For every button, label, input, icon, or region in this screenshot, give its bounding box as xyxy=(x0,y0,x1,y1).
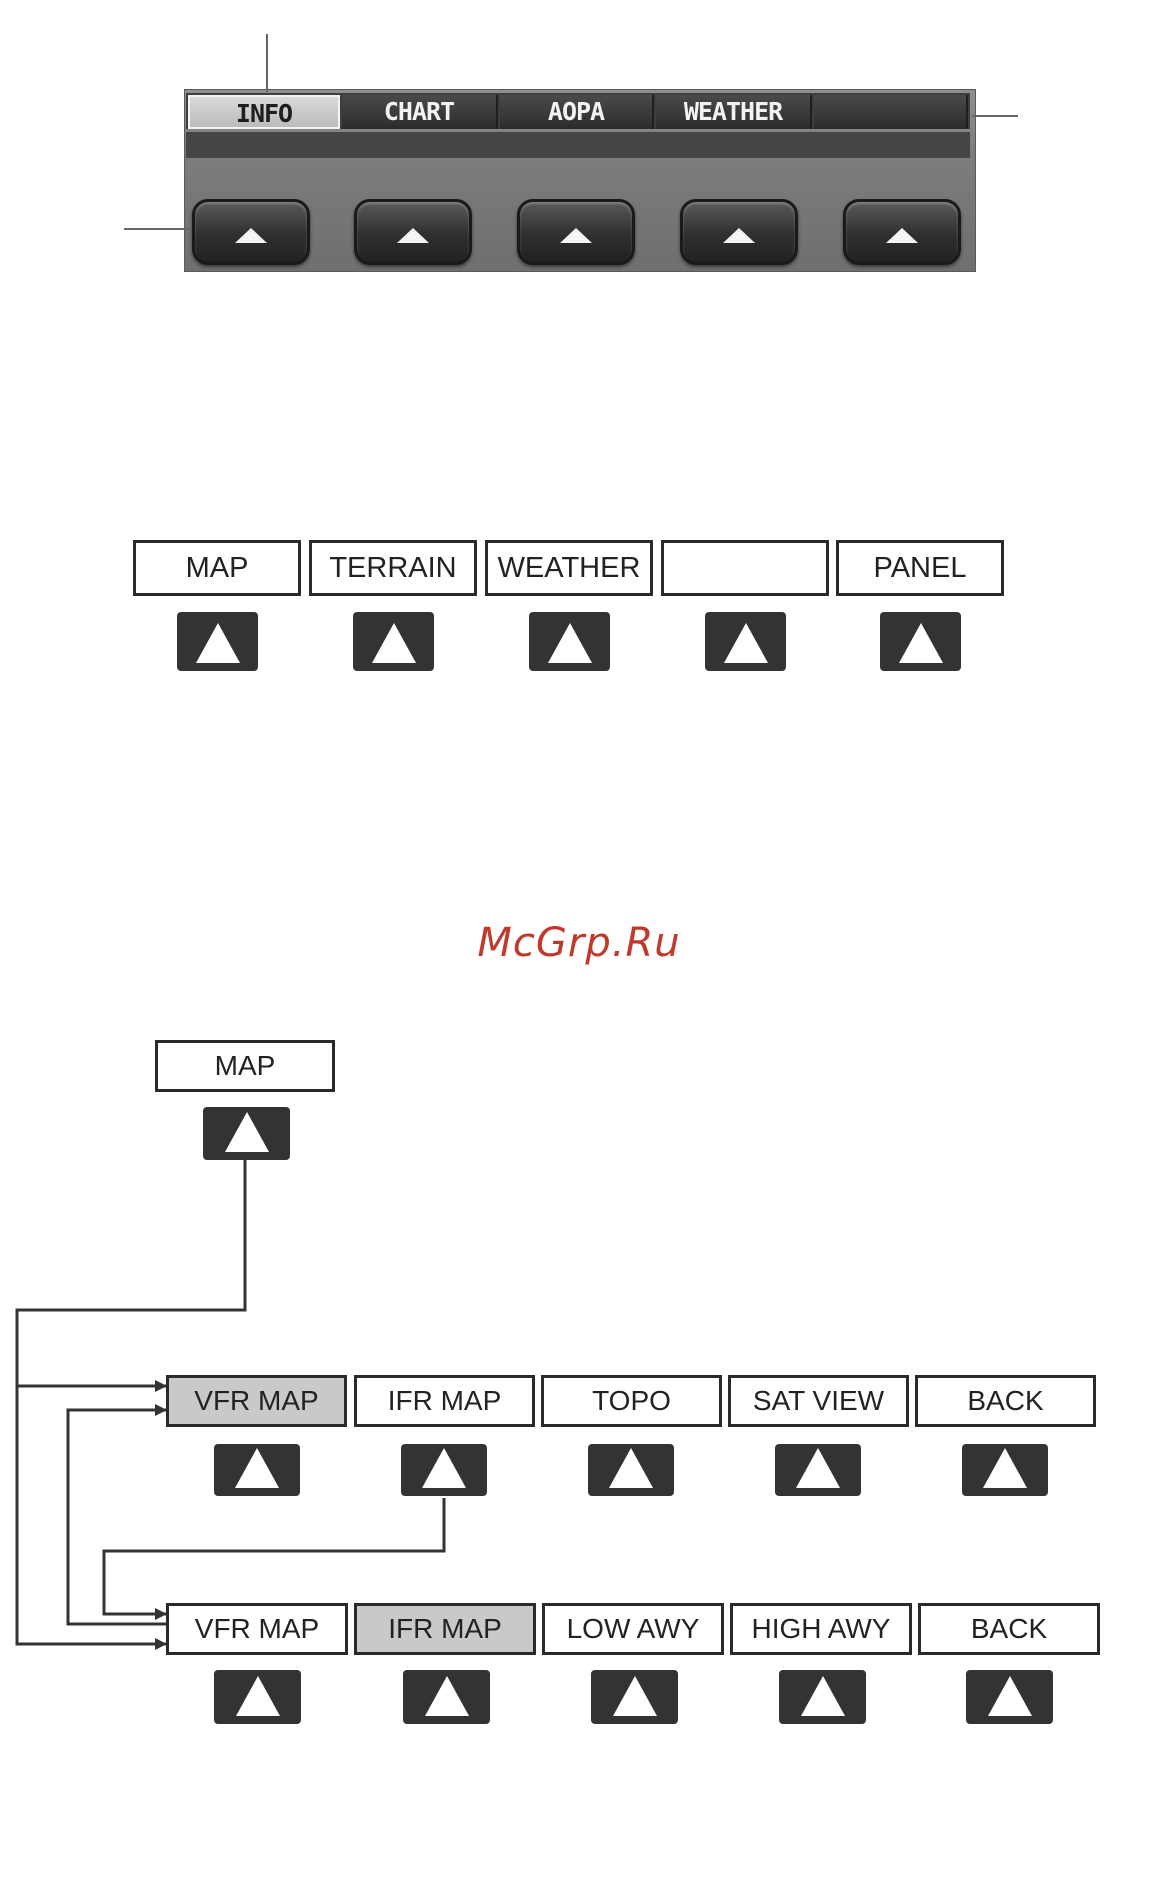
flow-b-ifr-map-label: IFR MAP xyxy=(354,1603,536,1655)
flow-a-back-key[interactable] xyxy=(962,1444,1048,1496)
flow-b-vfr-map-label: VFR MAP xyxy=(166,1603,348,1655)
flow-b-back-key[interactable] xyxy=(966,1670,1053,1724)
arrow-up-icon xyxy=(236,1676,280,1716)
flow-root-map-key[interactable] xyxy=(203,1107,290,1160)
flow-a-ifr-map-label: IFR MAP xyxy=(354,1375,535,1427)
flow-b-vfr-map-key[interactable] xyxy=(214,1670,301,1724)
arrow-up-icon xyxy=(225,1112,269,1152)
flow-a-sat-view-label: SAT VIEW xyxy=(728,1375,909,1427)
flow-a-topo-label: TOPO xyxy=(541,1375,722,1427)
arrow-up-icon xyxy=(422,1448,466,1488)
flow-a-vfr-map-label: VFR MAP xyxy=(166,1375,347,1427)
arrow-up-icon xyxy=(801,1676,845,1716)
flow-a-ifr-map-key[interactable] xyxy=(401,1444,487,1496)
flow-b-high-awy-label: HIGH AWY xyxy=(730,1603,912,1655)
flow-b-ifr-map-key[interactable] xyxy=(403,1670,490,1724)
flow-root-map-label: MAP xyxy=(155,1040,335,1092)
flow-a-back-label: BACK xyxy=(915,1375,1096,1427)
arrow-up-icon xyxy=(235,1448,279,1488)
arrow-up-icon xyxy=(796,1448,840,1488)
arrow-up-icon xyxy=(613,1676,657,1716)
flow-b-back-label: BACK xyxy=(918,1603,1100,1655)
flow-b-low-awy-key[interactable] xyxy=(591,1670,678,1724)
flow-a-vfr-map-key[interactable] xyxy=(214,1444,300,1496)
flow-b-low-awy-label: LOW AWY xyxy=(542,1603,724,1655)
arrow-up-icon xyxy=(983,1448,1027,1488)
flow-b-high-awy-key[interactable] xyxy=(779,1670,866,1724)
arrow-up-icon xyxy=(609,1448,653,1488)
flow-a-topo-key[interactable] xyxy=(588,1444,674,1496)
flow-a-sat-view-key[interactable] xyxy=(775,1444,861,1496)
arrow-up-icon xyxy=(425,1676,469,1716)
arrow-up-icon xyxy=(988,1676,1032,1716)
